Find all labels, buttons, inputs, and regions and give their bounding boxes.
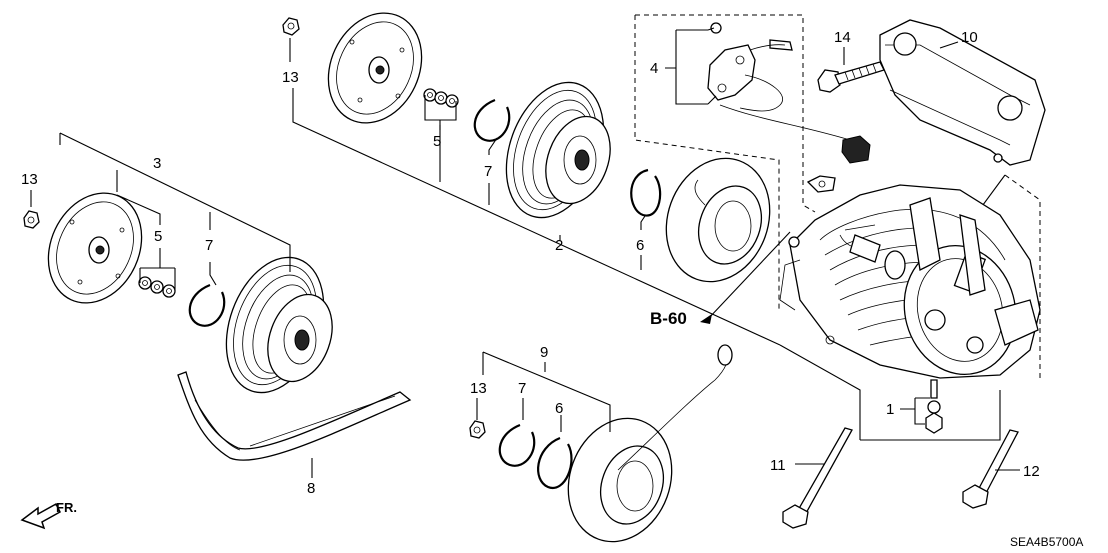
reference-b60: B-60 bbox=[650, 309, 687, 328]
compressor-box-right bbox=[1004, 174, 1041, 380]
snap-ring-7-lower bbox=[498, 423, 536, 467]
front-arrow-icon: FR. bbox=[20, 500, 77, 530]
field-coil-lower bbox=[567, 344, 733, 543]
long-bolt-11 bbox=[782, 427, 853, 529]
front-label: FR. bbox=[56, 500, 77, 515]
nut-lower bbox=[469, 420, 486, 439]
clutch-plate-lower bbox=[47, 192, 143, 304]
callout-5-lower: 5 bbox=[154, 228, 162, 245]
callout-2: 2 bbox=[555, 237, 563, 254]
callout-3: 3 bbox=[153, 155, 161, 172]
callout-1: 1 bbox=[886, 401, 894, 418]
callout-10: 10 bbox=[961, 29, 978, 46]
bolt-1 bbox=[925, 379, 943, 434]
ground-terminal bbox=[806, 175, 836, 193]
compressor-bracket bbox=[879, 19, 1046, 166]
callout-5-upper: 5 bbox=[433, 133, 441, 150]
thermal-protector bbox=[707, 22, 871, 164]
callout-7-upper: 7 bbox=[484, 163, 492, 180]
callout-6-upper: 6 bbox=[636, 237, 644, 254]
sensor-box bbox=[635, 14, 816, 213]
callout-6-lower: 6 bbox=[555, 400, 563, 417]
callout-11: 11 bbox=[770, 457, 786, 474]
bolt-14 bbox=[817, 61, 885, 93]
bolt-1-box-left bbox=[779, 344, 861, 440]
snap-ring-lower bbox=[188, 283, 226, 327]
clutch-plate-upper bbox=[327, 12, 423, 124]
snap-ring-upper bbox=[473, 98, 511, 142]
snap-ring-6-lower bbox=[537, 436, 573, 490]
pulley-upper bbox=[505, 81, 611, 219]
callout-4: 4 bbox=[650, 60, 658, 77]
callout-14: 14 bbox=[834, 29, 851, 46]
shims-upper bbox=[423, 88, 459, 108]
callout-13-lower: 13 bbox=[470, 380, 487, 397]
nut-left bbox=[23, 210, 40, 229]
leader-lines bbox=[30, 27, 1020, 478]
bolt-1-box bbox=[860, 390, 1001, 441]
pulley-lower bbox=[225, 256, 333, 394]
nut-upper bbox=[282, 17, 300, 36]
field-coil-upper bbox=[665, 157, 771, 283]
callout-8: 8 bbox=[307, 480, 315, 497]
callout-13-top: 13 bbox=[282, 69, 299, 86]
drive-belt bbox=[177, 371, 412, 461]
shims-lower bbox=[138, 276, 176, 298]
callout-12: 12 bbox=[1023, 463, 1040, 480]
callout-7-lower: 7 bbox=[205, 237, 213, 254]
callout-9: 9 bbox=[540, 344, 548, 361]
compressor-assembly bbox=[779, 184, 1041, 379]
diagram-code: SEA4B5700A bbox=[1010, 535, 1083, 549]
callout-13-left: 13 bbox=[21, 171, 38, 188]
callout-7-bottom: 7 bbox=[518, 380, 526, 397]
snap-ring-6-upper bbox=[630, 168, 662, 217]
long-bolt-12 bbox=[962, 429, 1019, 509]
